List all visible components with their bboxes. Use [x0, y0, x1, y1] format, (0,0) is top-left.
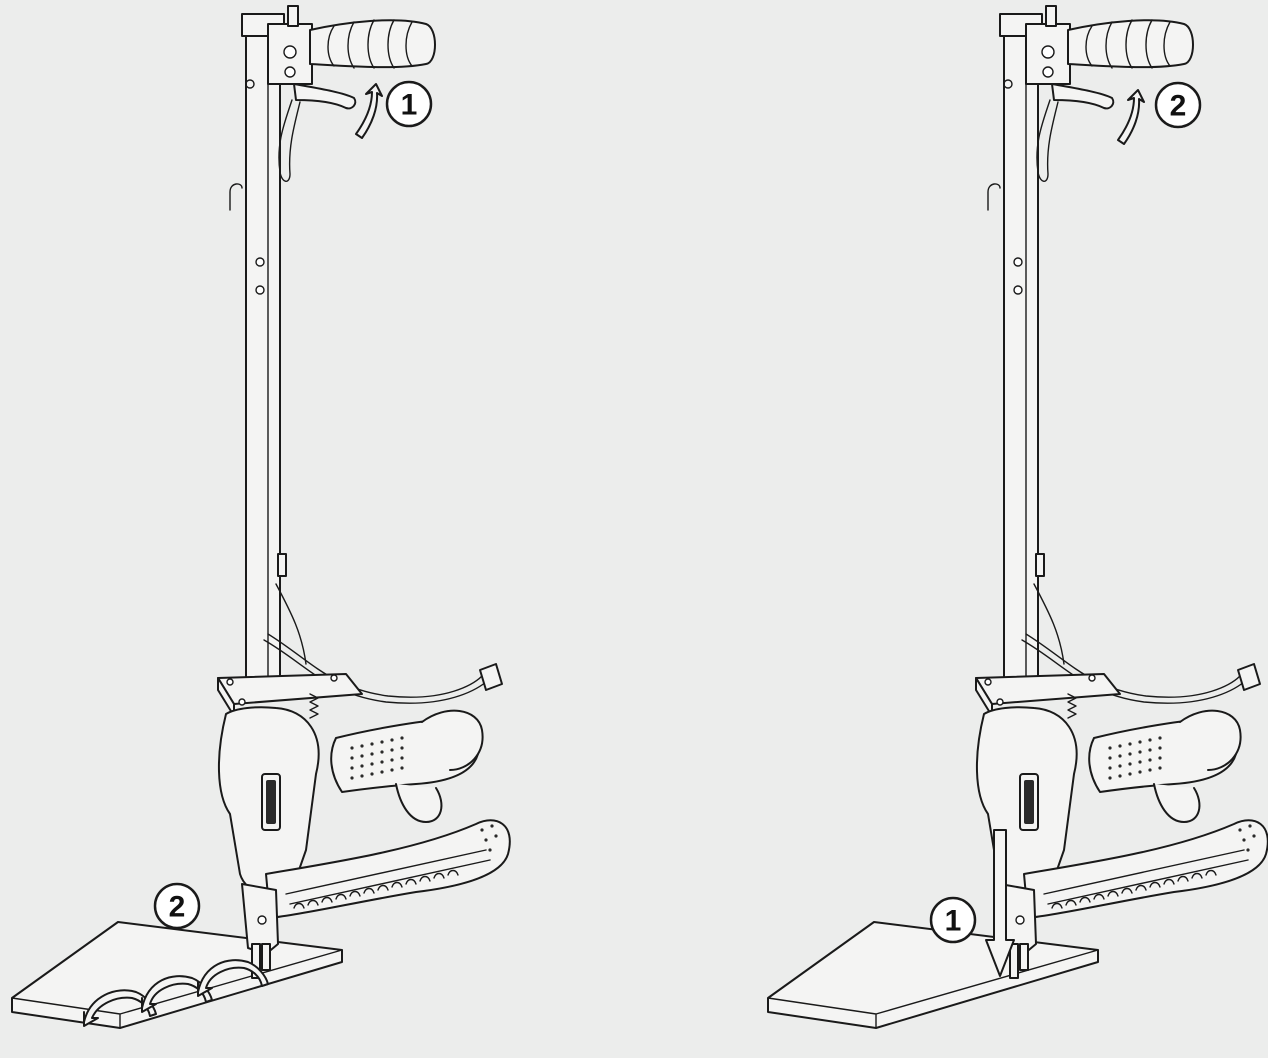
workpiece-right [767, 921, 1099, 1029]
figure-right: 2 1 [767, 5, 1268, 1029]
callout-label: 1 [401, 89, 418, 122]
workpiece-left [11, 921, 343, 1029]
tool-right [975, 5, 1268, 979]
trigger-arrow-icon [355, 83, 383, 139]
callout-left-1: 1 [385, 80, 433, 128]
callout-circle [929, 896, 977, 944]
callout-right-1: 1 [929, 896, 977, 944]
callout-left-2: 2 [153, 882, 201, 930]
callout-circle [153, 882, 201, 930]
press-down-arrow-icon [985, 829, 1015, 977]
callout-label: 1 [945, 905, 962, 938]
tool-left [217, 5, 511, 979]
callout-label: 2 [169, 891, 186, 924]
figure-left: 1 2 [11, 5, 511, 1029]
callout-circle [385, 80, 433, 128]
move-arrows-icon [83, 959, 269, 1027]
callout-label: 2 [1170, 90, 1187, 123]
callout-right-2: 2 [1154, 81, 1202, 129]
callout-circle [1154, 81, 1202, 129]
trigger-arrow-icon [1117, 89, 1145, 145]
